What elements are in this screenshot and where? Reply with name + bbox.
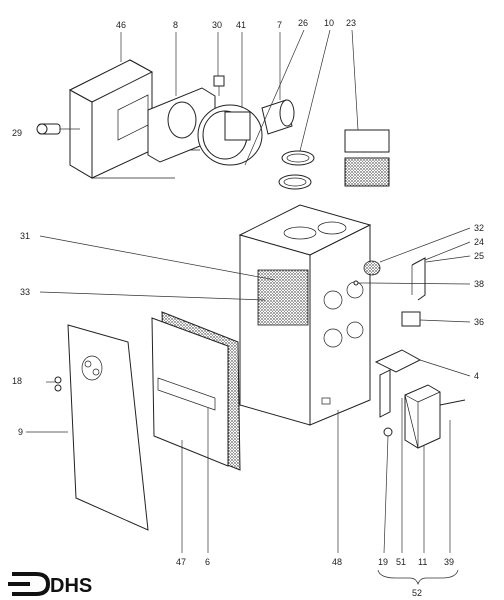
part-39-rod <box>439 399 466 406</box>
label-46: 46 <box>116 20 126 30</box>
callout-labels: 46 8 30 41 7 26 10 23 29 32 24 25 31 38 … <box>12 18 484 598</box>
part-47-door <box>151 311 241 471</box>
label-6: 6 <box>205 557 210 567</box>
part-8-plate <box>147 87 216 163</box>
part-26-10-rings <box>278 150 315 190</box>
label-52: 52 <box>412 588 422 598</box>
label-19: 19 <box>378 557 388 567</box>
dhs-logo: DHS <box>8 572 92 597</box>
label-36: 36 <box>474 317 484 327</box>
label-29: 29 <box>12 128 22 138</box>
label-31: 31 <box>20 231 30 241</box>
label-11: 11 <box>418 557 427 567</box>
logo-mark-icon <box>12 572 51 596</box>
label-39: 39 <box>444 557 454 567</box>
label-8: 8 <box>173 20 178 30</box>
label-26: 26 <box>298 18 308 28</box>
label-48: 48 <box>332 557 342 567</box>
main-cabinet <box>238 204 372 426</box>
label-18: 18 <box>12 376 22 386</box>
label-7: 7 <box>277 20 282 30</box>
part-41-fan <box>197 104 263 166</box>
part-29-fitting <box>36 123 80 135</box>
label-30: 30 <box>212 20 222 30</box>
label-38: 38 <box>474 279 484 289</box>
part-32-element <box>363 260 381 276</box>
label-9: 9 <box>18 427 23 437</box>
label-4: 4 <box>474 371 479 381</box>
part-38-screw <box>353 280 370 286</box>
logo-text: DHS <box>50 575 92 597</box>
part-9-panel <box>67 324 149 531</box>
label-33: 33 <box>20 287 30 297</box>
label-32: 32 <box>474 223 484 233</box>
part-36-valve <box>401 311 421 327</box>
label-51: 51 <box>396 557 406 567</box>
part-7-cylinder <box>261 99 295 135</box>
part-24-25-pipe <box>411 257 426 301</box>
label-47: 47 <box>176 557 186 567</box>
part-18-screws <box>46 376 62 392</box>
label-41: 41 <box>236 20 246 30</box>
part-19-knob <box>383 427 393 437</box>
part-23-filters <box>344 129 390 187</box>
label-24: 24 <box>474 237 484 247</box>
label-10: 10 <box>324 18 334 28</box>
leader-lines <box>26 29 471 586</box>
label-23: 23 <box>346 18 356 28</box>
part-30-valve <box>213 75 225 96</box>
label-25: 25 <box>474 251 484 261</box>
part-11-box <box>404 384 441 449</box>
part-46-housing <box>68 59 200 179</box>
